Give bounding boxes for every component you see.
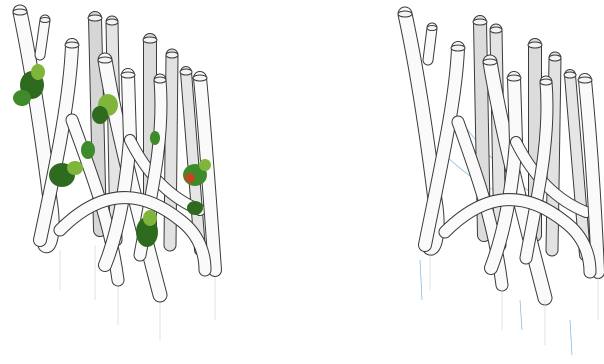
panel-planted [13,9,215,340]
plant-cluster [150,131,160,145]
plant-cluster [187,201,203,215]
panel-bare [398,11,598,355]
guide-lines [430,255,598,345]
